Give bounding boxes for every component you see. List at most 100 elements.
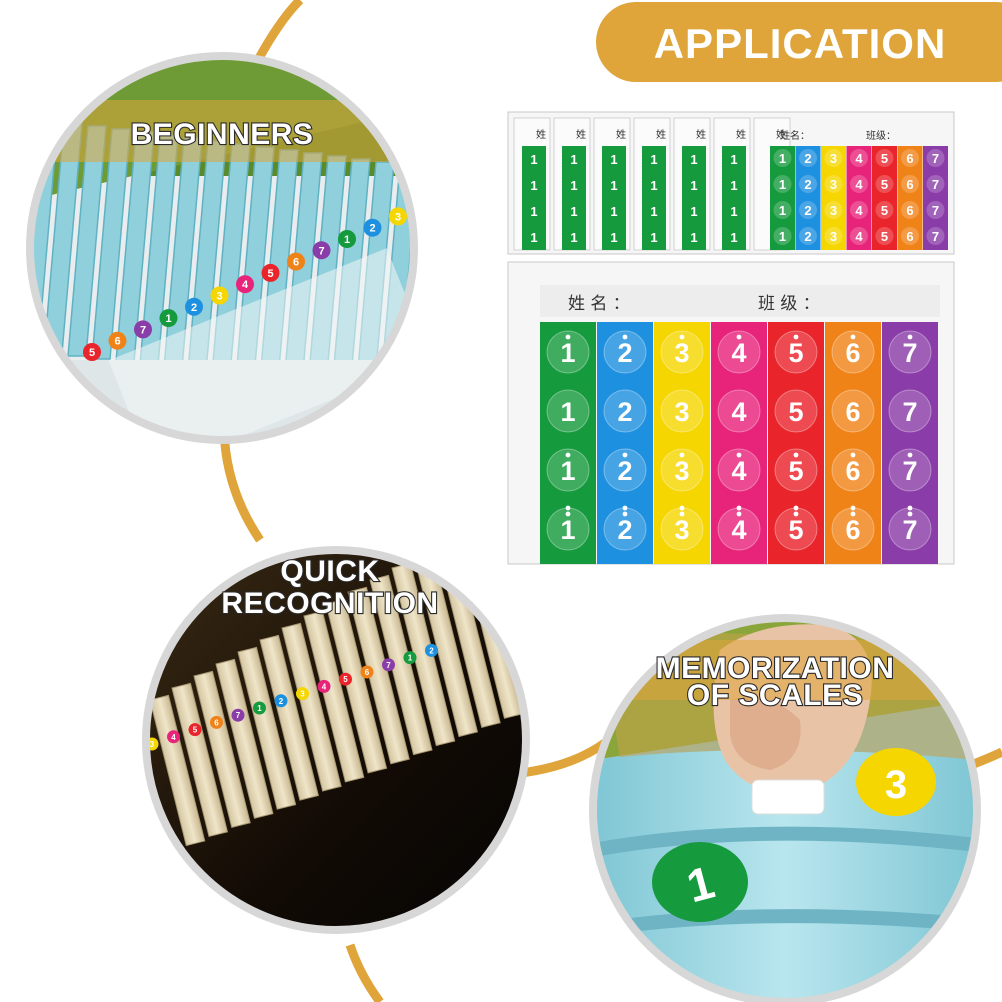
sticker-dot bbox=[831, 330, 875, 374]
small-green-strip bbox=[522, 146, 546, 250]
small-sticker-number: 1 bbox=[730, 152, 737, 167]
pipe-sticker-number: 5 bbox=[193, 726, 198, 735]
small-sticker-dot bbox=[824, 149, 843, 167]
small-green-strip bbox=[562, 146, 586, 250]
octave-dot bbox=[565, 452, 571, 458]
small-strip-4 bbox=[846, 146, 872, 250]
sticker-number: 6 bbox=[845, 515, 860, 545]
sticker-dot bbox=[831, 448, 875, 492]
pipe-sticker-number: 5 bbox=[343, 675, 348, 684]
sticker-dot bbox=[717, 389, 761, 433]
sticker-dot bbox=[774, 448, 818, 492]
pipe-sticker-number: 3 bbox=[150, 740, 155, 749]
sticker-number: 5 bbox=[788, 456, 803, 486]
sticker-number: 1 bbox=[560, 397, 575, 427]
sticker-number: 1 bbox=[560, 338, 575, 368]
octave-dot bbox=[907, 452, 913, 458]
octave-dot bbox=[622, 334, 628, 340]
small-sticker-number: 1 bbox=[650, 204, 657, 219]
class-label: 班 级 ： bbox=[758, 294, 820, 314]
small-sticker-dot bbox=[773, 201, 792, 219]
small-sticker-dot bbox=[824, 201, 843, 219]
octave-dot bbox=[850, 334, 856, 340]
sticker-dot bbox=[888, 330, 932, 374]
sticker-number: 3 bbox=[674, 397, 689, 427]
memorization-label-line1: MEMORIZATION bbox=[656, 652, 895, 685]
small-tab-label: 姓 bbox=[696, 128, 706, 141]
small-green-strip bbox=[722, 146, 746, 250]
small-sticker-number: 4 bbox=[855, 229, 863, 244]
sticker-number: 2 bbox=[617, 515, 632, 545]
small-sticker-number: 1 bbox=[650, 230, 657, 245]
pipe-sticker bbox=[134, 320, 152, 339]
sticker-number: 7 bbox=[902, 338, 917, 368]
sticker-number: 7 bbox=[902, 397, 917, 427]
sticker-number: 5 bbox=[788, 338, 803, 368]
octave-dot bbox=[679, 452, 685, 458]
pipe-sticker bbox=[83, 343, 101, 361]
small-sticker-number: 1 bbox=[779, 177, 786, 192]
pipe-sticker-number: 7 bbox=[140, 324, 146, 336]
pipe-sticker bbox=[415, 196, 433, 214]
pipe-sticker-number: 4 bbox=[171, 733, 176, 742]
octave-dot bbox=[565, 505, 571, 511]
sticker-dot bbox=[546, 330, 590, 374]
small-sticker-number: 7 bbox=[932, 177, 939, 192]
small-sticker-number: 1 bbox=[779, 203, 786, 218]
sticker-dot bbox=[546, 448, 590, 492]
svg-text:3: 3 bbox=[885, 763, 907, 807]
small-sticker-number: 1 bbox=[690, 204, 697, 219]
small-sticker-number: 6 bbox=[906, 203, 913, 218]
pipe-sticker bbox=[253, 701, 266, 715]
pipe-sticker-number: 3 bbox=[395, 211, 401, 223]
title-banner: APPLICATION bbox=[596, 2, 1002, 82]
octave-dot bbox=[793, 505, 799, 511]
sticker-dot bbox=[660, 389, 704, 433]
small-sticker-number: 6 bbox=[906, 151, 913, 166]
octave-dot bbox=[679, 334, 685, 340]
small-sticker-dot bbox=[875, 149, 894, 167]
small-strip-7 bbox=[923, 146, 948, 250]
pipe-sticker bbox=[210, 715, 223, 729]
octave-dot bbox=[793, 334, 799, 340]
pipe-sticker-number: 6 bbox=[214, 718, 219, 727]
sticker-dot bbox=[603, 389, 647, 433]
small-sticker-dot bbox=[926, 201, 945, 219]
small-green-strip bbox=[602, 146, 626, 250]
small-sticker-number: 1 bbox=[690, 152, 697, 167]
quick-label-line2: RECOGNITION bbox=[221, 587, 438, 620]
pipe-sticker bbox=[338, 230, 356, 248]
pipe-sticker bbox=[296, 687, 309, 701]
small-class-label: 班级： bbox=[866, 130, 896, 142]
sticker-dot bbox=[717, 330, 761, 374]
pipe-sticker-number: 5 bbox=[89, 347, 95, 359]
pipe-sticker bbox=[287, 252, 305, 271]
octave-dot bbox=[793, 511, 799, 517]
octave-dot bbox=[622, 511, 628, 517]
sticker-dot bbox=[546, 389, 590, 433]
small-sticker-number: 1 bbox=[730, 204, 737, 219]
name-label: 姓 名 ： bbox=[568, 294, 630, 314]
large-strip-4 bbox=[711, 322, 767, 564]
sticker-number: 4 bbox=[731, 338, 746, 368]
small-sticker-number: 2 bbox=[804, 177, 811, 192]
small-sticker-number: 6 bbox=[906, 229, 913, 244]
large-strip-7 bbox=[882, 322, 938, 564]
small-sticker-number: 3 bbox=[830, 151, 837, 166]
small-sticker-number: 4 bbox=[855, 151, 863, 166]
small-sticker-number: 2 bbox=[804, 203, 811, 218]
small-sticker-number: 4 bbox=[855, 203, 863, 218]
pipe-sticker bbox=[339, 672, 352, 686]
flute-pipe bbox=[281, 622, 342, 792]
small-sticker-number: 1 bbox=[530, 204, 537, 219]
pipe-sticker-number: 1 bbox=[165, 313, 171, 325]
small-sticker-number: 5 bbox=[881, 177, 888, 192]
pipe-sticker bbox=[231, 708, 245, 722]
sticker-number: 7 bbox=[902, 456, 917, 486]
pipe-sticker bbox=[360, 665, 374, 679]
octave-dot bbox=[736, 334, 742, 340]
large-strip-5 bbox=[768, 322, 824, 564]
sticker-dot bbox=[774, 330, 818, 374]
octave-dot bbox=[736, 511, 742, 517]
